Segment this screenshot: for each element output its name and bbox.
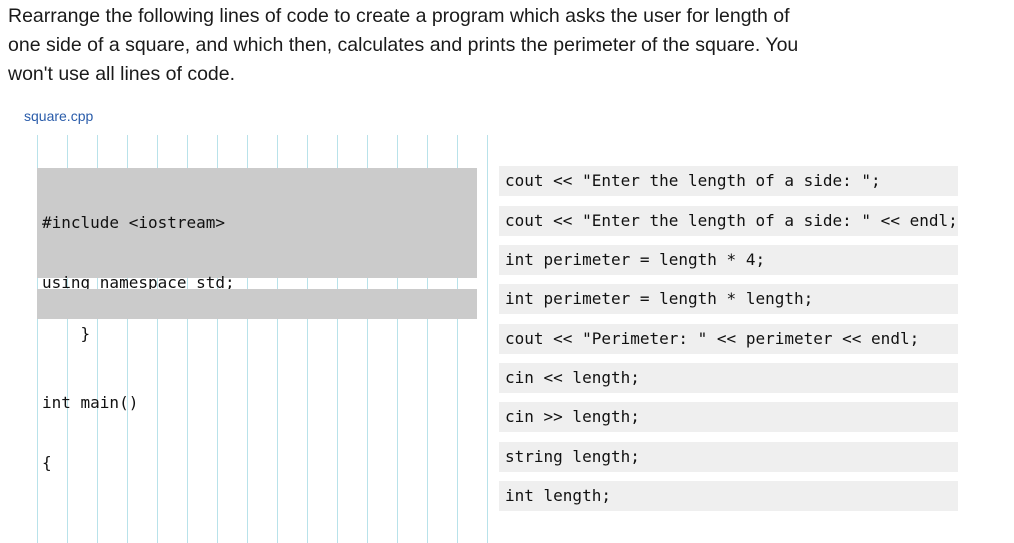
solution-drop-area[interactable]: #include <iostream> using namespace std;… bbox=[37, 135, 489, 543]
bank-block[interactable]: int perimeter = length * 4; bbox=[499, 245, 958, 275]
code-line: } bbox=[80, 324, 91, 343]
code-line: { bbox=[42, 453, 52, 472]
instructions-text: Rearrange the following lines of code to… bbox=[8, 5, 799, 85]
bank-block[interactable]: cin >> length; bbox=[499, 402, 958, 432]
code-line-blank bbox=[42, 333, 477, 353]
solution-block-closing-brace[interactable]: } bbox=[37, 289, 477, 343]
code-line: int main() bbox=[42, 393, 139, 412]
solution-block-header[interactable]: #include <iostream> using namespace std;… bbox=[37, 168, 477, 472]
code-line: #include <iostream> bbox=[42, 213, 226, 232]
filename-label: square.cpp bbox=[24, 108, 94, 124]
bank-block[interactable]: cout << "Enter the length of a side: " <… bbox=[499, 206, 958, 236]
bank-block[interactable]: cout << "Perimeter: " << perimeter << en… bbox=[499, 324, 958, 354]
bank-block[interactable]: cout << "Enter the length of a side: "; bbox=[499, 166, 958, 196]
bank-block[interactable]: string length; bbox=[499, 442, 958, 472]
code-line: using namespace std; bbox=[42, 273, 235, 292]
bank-block[interactable]: int perimeter = length * length; bbox=[499, 284, 958, 314]
bank-block[interactable]: cin << length; bbox=[499, 363, 958, 393]
bank-block[interactable]: int length; bbox=[499, 481, 958, 511]
